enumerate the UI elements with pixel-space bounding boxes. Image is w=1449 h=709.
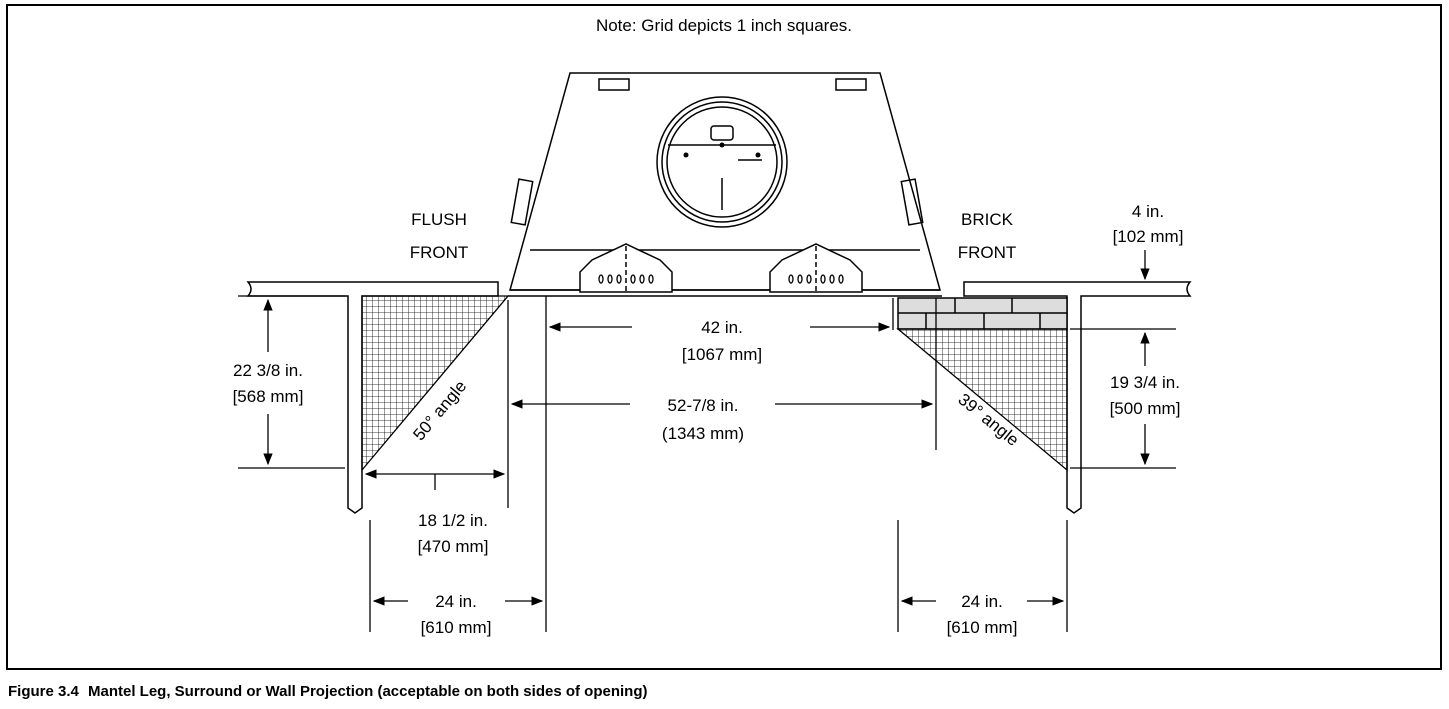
figure-number: Figure 3.4 [8,683,80,700]
figure-caption: Figure 3.4 Mantel Leg, Surround or Wall … [8,683,647,700]
left-clearance-grid [361,295,510,472]
right-24-inches: 24 in. [961,592,1003,611]
right-mantel-wall [963,281,1192,514]
flush-front-label-1: FLUSH [411,210,467,229]
burner-slots [598,274,844,284]
diagram-border [6,4,1442,670]
left-24-mm: [610 mm] [421,618,492,637]
overall-width-mm: (1343 mm) [662,424,744,443]
figure-title: Mantel Leg, Surround or Wall Projection … [88,683,647,700]
left-height-inches: 22 3/8 in. [233,361,303,380]
fireplace-unit [508,72,942,297]
brick-front-label-1: BRICK [961,210,1014,229]
top-clearance-mm: [102 mm] [1113,227,1184,246]
left-height-mm: [568 mm] [233,387,304,406]
right-24-mm: [610 mm] [947,618,1018,637]
left-24-inches: 24 in. [435,592,477,611]
right-clearance-grid [896,328,1068,472]
collar-dots [683,142,761,158]
flush-front-label-2: FRONT [410,243,469,262]
right-height-mm: [500 mm] [1110,399,1181,418]
left-grid-width-mm: [470 mm] [418,537,489,556]
right-height-inches: 19 3/4 in. [1110,373,1180,392]
brick-front-label-2: FRONT [958,243,1017,262]
dimension-lines [238,250,1176,632]
opening-width-inches: 42 in. [701,318,743,337]
top-clearance-inches: 4 in. [1132,202,1164,221]
left-grid-width-inches: 18 1/2 in. [418,511,488,530]
opening-width-mm: [1067 mm] [682,345,762,364]
overall-width-inches: 52-7/8 in. [668,396,739,415]
grid-note: Note: Grid depicts 1 inch squares. [596,16,852,35]
brick-front [897,297,1068,330]
